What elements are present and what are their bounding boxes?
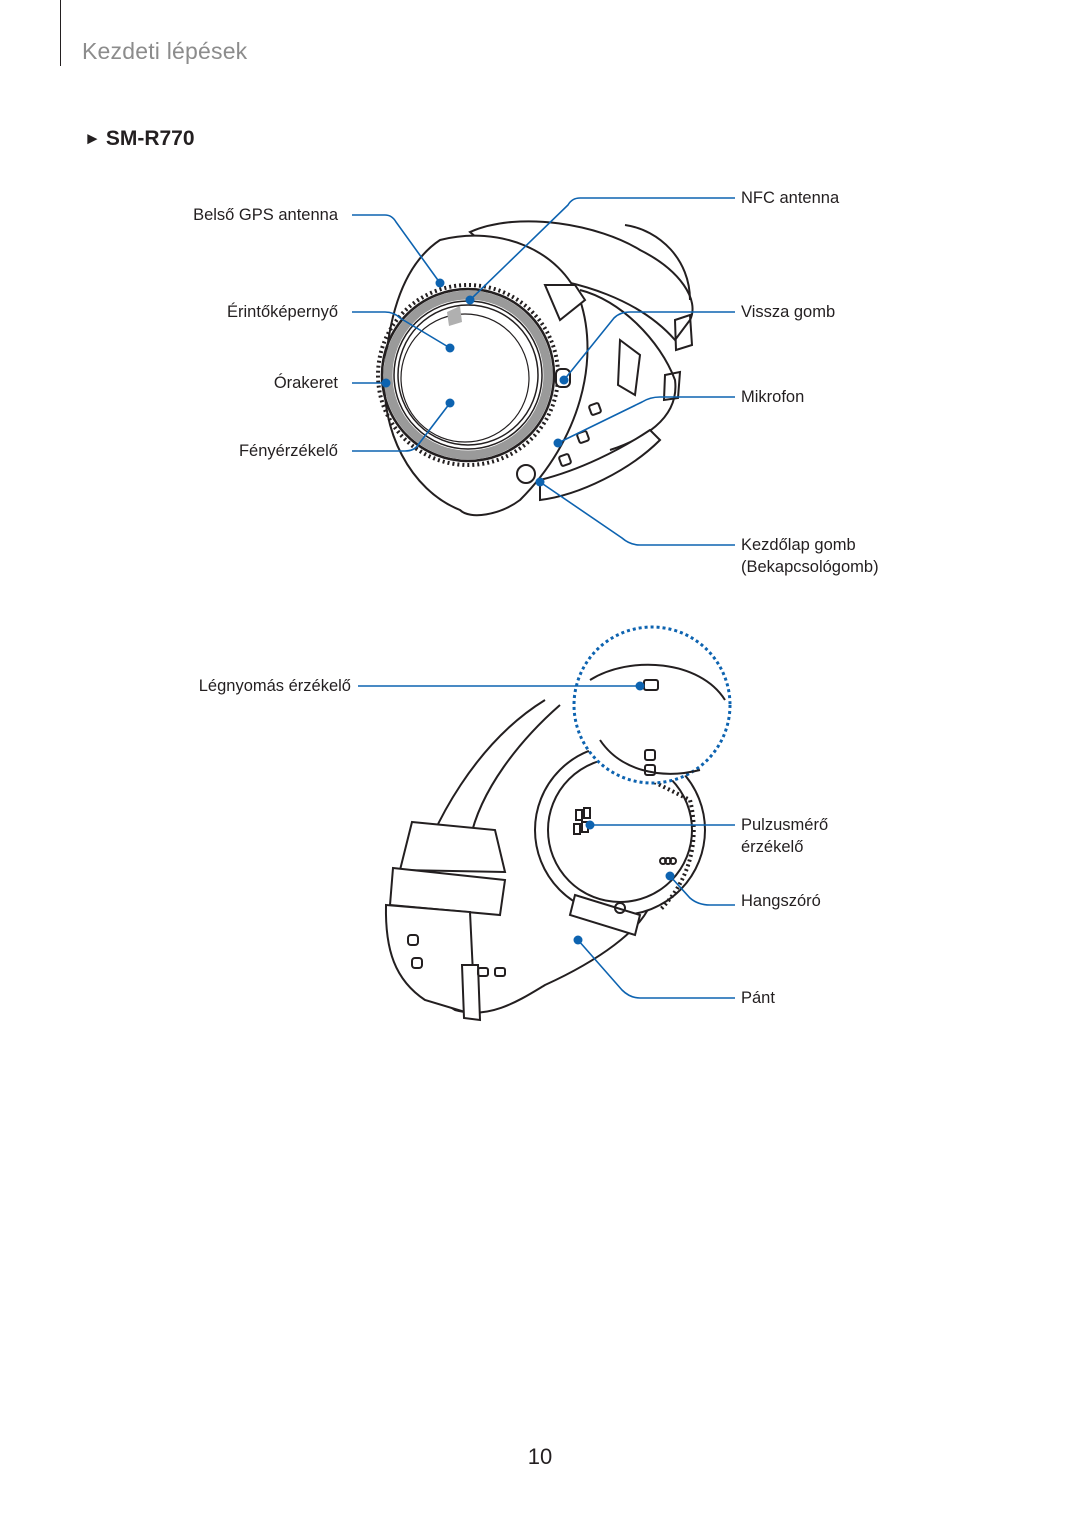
triangle-right-icon: ►: [84, 129, 101, 148]
label-back-button: Vissza gomb: [741, 303, 836, 321]
label-touchscreen: Érintőképernyő: [227, 303, 338, 321]
chapter-title: Kezdeti lépések: [82, 38, 248, 64]
page-margin-rule: [60, 0, 61, 66]
label-nfc-antenna: NFC antenna: [741, 189, 840, 207]
section-heading: ► SM-R770: [84, 127, 195, 151]
watch-front-illustration: [376, 220, 694, 517]
page-number: 10: [527, 1444, 553, 1469]
callout-dots: [381, 278, 675, 945]
callout-lines: [352, 197, 735, 999]
label-microphone: Mikrofon: [741, 388, 805, 406]
label-strap: Pánt: [741, 989, 775, 1007]
label-speaker: Hangszóró: [741, 892, 821, 910]
label-bezel: Órakeret: [273, 374, 338, 392]
model-name: SM-R770: [105, 127, 195, 150]
label-light-sensor: Fényérzékelő: [238, 442, 338, 460]
label-home-key: Kezdőlap gomb: [741, 536, 856, 554]
label-barometer: Légnyomás érzékelő: [198, 677, 351, 695]
label-heart-rate-2: érzékelő: [741, 838, 804, 856]
label-power-key: (Bekapcsológomb): [741, 558, 879, 576]
label-heart-rate-1: Pulzusmérő: [741, 816, 829, 834]
watch-back-illustration: [384, 625, 732, 1022]
label-gps-antenna: Belső GPS antenna: [193, 206, 338, 224]
